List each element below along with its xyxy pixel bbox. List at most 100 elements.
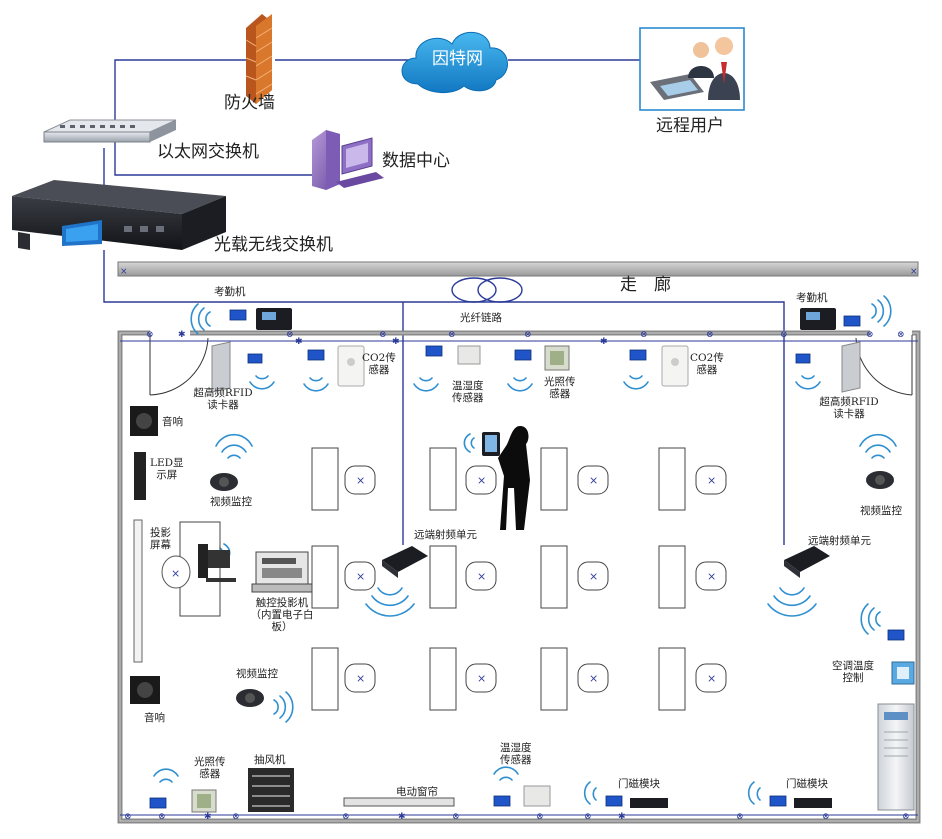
remote-rf-unit-right-label: 远端射频单元 — [808, 535, 871, 547]
svg-text:✱: ✱ — [618, 812, 626, 822]
teacher-with-tablet-icon — [482, 426, 530, 530]
svg-text:⊗: ⊗ — [232, 812, 240, 822]
cctv-left-bottom-label: 视频监控 — [236, 668, 278, 680]
svg-text:×: × — [356, 474, 365, 487]
temp-humidity-bottom-label: 温湿度 传感器 — [500, 742, 532, 767]
svg-text:✱: ✱ — [600, 337, 608, 347]
door-right-label: 门磁模块 — [786, 778, 828, 790]
svg-text:×: × — [356, 672, 365, 685]
svg-text:⊗: ⊗ — [158, 812, 166, 822]
link-switch-firewall — [114, 59, 252, 128]
attendance-machine-icons — [256, 308, 836, 330]
svg-text:✱: ✱ — [392, 337, 400, 347]
svg-text:⊗: ⊗ — [286, 330, 294, 340]
svg-text:⊗: ⊗ — [780, 330, 788, 340]
svg-text:×: × — [120, 267, 128, 277]
speaker-top-label: 音响 — [162, 416, 183, 428]
svg-text:×: × — [707, 672, 716, 685]
wireless-modules — [149, 309, 905, 809]
link-rack-remote-rf-right — [103, 250, 785, 545]
fiber-link-label: 光纤链路 — [460, 312, 502, 324]
svg-text:⊗: ⊗ — [902, 812, 910, 822]
svg-text:⊗: ⊗ — [146, 330, 154, 340]
svg-text:⊗: ⊗ — [822, 812, 830, 822]
svg-text:⊗: ⊗ — [379, 330, 387, 340]
svg-text:×: × — [589, 570, 598, 583]
light-bottom-label: 光照传 感器 — [194, 756, 226, 781]
touch-projector-label: 触控投影机 （内置电子白 板） — [250, 597, 314, 634]
optical-wireless-switch-label: 光载无线交换机 — [214, 235, 333, 255]
network-links — [103, 59, 785, 545]
env-sensor-icons — [191, 345, 570, 813]
touch-projector-icon — [251, 551, 313, 593]
svg-text:×: × — [589, 672, 598, 685]
desk-chair-grid — [311, 447, 727, 711]
teacher-computer-icon: × — [161, 521, 236, 617]
remote-rf-unit-icons — [382, 546, 830, 578]
projection-screen-label: 投影 屏幕 — [150, 527, 171, 552]
exhaust-fan-label: 抽风机 — [254, 754, 286, 766]
temp-humidity-top-label: 温湿度 传感器 — [452, 380, 484, 405]
room-walls — [117, 329, 921, 824]
projection-screen-icon — [133, 519, 143, 663]
chair-markers: ×××× ×××× ×××× — [356, 474, 716, 685]
speaker-bottom-label: 音响 — [144, 712, 165, 724]
cctv-right-label: 视频监控 — [860, 505, 902, 517]
ethernet-switch-label: 以太网交换机 — [157, 142, 259, 162]
svg-text:×: × — [477, 474, 486, 487]
svg-text:⊗: ⊗ — [536, 812, 544, 822]
svg-text:⊗: ⊗ — [897, 330, 905, 340]
wall-junctions: ⊗✱⊗✱ ⊗✱⊗⊗ ✱⊗⊗⊗ ⊗⊗ ⊗⊗✱⊗ ⊗✱⊗⊗ ⊗✱⊗⊗ ⊗ — [124, 330, 910, 822]
link-switch-datacenter — [114, 142, 312, 176]
svg-text:⊗: ⊗ — [736, 812, 744, 822]
co2-right-label: CO2传 感器 — [690, 352, 724, 377]
optical-wireless-switch-icon — [12, 180, 226, 250]
attendance-left-label: 考勤机 — [214, 286, 246, 298]
fiber-link-loop — [451, 277, 523, 303]
svg-text:×: × — [910, 267, 918, 277]
svg-text:⊗: ⊗ — [448, 330, 456, 340]
exhaust-fan-icon — [248, 768, 294, 812]
svg-text:×: × — [477, 672, 486, 685]
speaker-icons — [130, 406, 160, 704]
rfid-right-label: 超高频RFID 读卡器 — [819, 396, 879, 421]
wifi-wave-icons — [153, 295, 897, 805]
corridor-bar: × × — [117, 261, 919, 277]
led-screen-icon — [134, 452, 146, 500]
svg-text:⊗: ⊗ — [124, 812, 132, 822]
svg-text:⊗: ⊗ — [584, 812, 592, 822]
attendance-right-label: 考勤机 — [796, 292, 828, 304]
svg-text:⊗: ⊗ — [640, 330, 648, 340]
remote-rf-unit-left-label: 远端射频单元 — [414, 529, 477, 541]
cctv-camera-icons — [210, 471, 894, 707]
corridor-label: 走 廊 — [620, 275, 671, 295]
firewall-label: 防火墙 — [224, 93, 275, 113]
internet-cloud-icon — [401, 31, 508, 93]
rfid-left-label: 超高频RFID 读卡器 — [193, 387, 253, 412]
motor-curtain-icon — [343, 797, 455, 807]
door-magnet-icons — [630, 798, 832, 808]
svg-text:✱: ✱ — [178, 330, 186, 340]
ac-control-label: 空调温度 控制 — [832, 660, 874, 685]
curtain-label: 电动窗帘 — [396, 786, 438, 798]
svg-text:×: × — [356, 570, 365, 583]
svg-text:⊗: ⊗ — [866, 330, 874, 340]
svg-text:×: × — [707, 570, 716, 583]
svg-text:✱: ✱ — [204, 812, 212, 822]
firewall-icon — [245, 14, 273, 104]
svg-text:⊗: ⊗ — [452, 812, 460, 822]
led-screen-label: LED显 示屏 — [150, 457, 184, 482]
cctv-left-top-label: 视频监控 — [210, 496, 252, 508]
svg-text:✱: ✱ — [295, 337, 303, 347]
svg-text:⊗: ⊗ — [524, 330, 532, 340]
data-center-label: 数据中心 — [382, 151, 450, 171]
svg-text:⊗: ⊗ — [706, 330, 714, 340]
co2-sensor-icons — [337, 345, 689, 387]
svg-text:×: × — [707, 474, 716, 487]
svg-text:×: × — [589, 474, 598, 487]
co2-left-label: CO2传 感器 — [362, 352, 396, 377]
internet-label: 因特网 — [432, 49, 483, 69]
air-conditioner-icon — [877, 661, 915, 811]
